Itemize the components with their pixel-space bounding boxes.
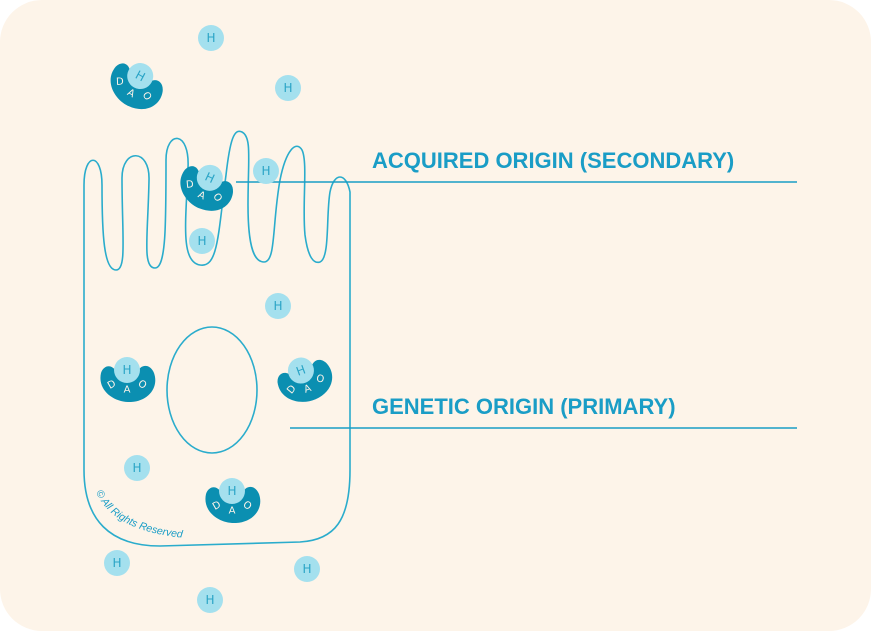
histamine-letter: H <box>205 593 214 607</box>
dao-letter: O <box>315 373 325 385</box>
histamine-molecule: H <box>104 550 130 576</box>
histamine-letter: H <box>273 299 282 313</box>
bound-histamine: H <box>219 478 245 504</box>
histamine-circle <box>219 478 245 504</box>
histamine-letter: H <box>261 164 270 178</box>
histamine-circle <box>127 63 154 90</box>
histamine-letter: H <box>294 362 307 378</box>
histamine-molecule: H <box>197 587 223 613</box>
histamine-circle <box>275 75 301 101</box>
histamine-molecule: H <box>189 228 215 254</box>
bound-histamine: H <box>196 164 223 191</box>
histamine-circle <box>265 293 291 319</box>
histamine-letter: H <box>122 363 131 377</box>
cell-membrane-outline <box>83 130 351 547</box>
dao-enzyme-shape <box>100 365 156 403</box>
copyright-notice: © All Rights Reserved <box>93 488 184 541</box>
histamine-molecule: H <box>265 293 291 319</box>
histamine-letter: H <box>197 234 206 248</box>
dao-enzyme-shape <box>205 486 261 524</box>
dao-letter: D <box>186 179 195 191</box>
dao-letter: A <box>196 190 207 203</box>
histamine-circle <box>253 158 279 184</box>
acquired-origin-label: ACQUIRED ORIGIN (SECONDARY) <box>372 148 734 173</box>
bound-histamine: H <box>114 357 140 383</box>
histamine-molecule: H <box>198 25 224 51</box>
histamine-letter: H <box>302 562 311 576</box>
copyright-text: © All Rights Reserved <box>93 488 184 541</box>
histamine-circle <box>189 228 215 254</box>
dao-letter: D <box>116 77 124 88</box>
dao-letter: A <box>303 383 313 396</box>
bound-histamine: H <box>287 357 314 384</box>
bound-histamine: H <box>127 63 154 90</box>
nucleus <box>166 326 258 454</box>
histamine-letter: H <box>112 556 121 570</box>
histamine-molecule: H <box>253 158 279 184</box>
histamine-circle <box>196 164 223 191</box>
dao-letter: A <box>125 87 136 100</box>
histamine-circle <box>104 550 130 576</box>
histamine-letter: H <box>283 81 292 95</box>
histamine-letter: H <box>132 461 141 475</box>
histamine-circle <box>114 357 140 383</box>
histamine-circle <box>294 556 320 582</box>
histamine-molecule: H <box>124 455 150 481</box>
dao-letter: A <box>229 506 236 517</box>
genetic-origin-label: GENETIC ORIGIN (PRIMARY) <box>372 394 676 419</box>
histamine-circle <box>124 455 150 481</box>
histamine-molecule: H <box>275 75 301 101</box>
histamine-circle <box>287 357 314 384</box>
dao-letter: A <box>124 385 131 396</box>
histamine-letter: H <box>206 31 215 45</box>
histamine-circle <box>197 587 223 613</box>
histamine-molecule: H <box>294 556 320 582</box>
histamine-letter: H <box>227 484 236 498</box>
histamine-circle <box>198 25 224 51</box>
